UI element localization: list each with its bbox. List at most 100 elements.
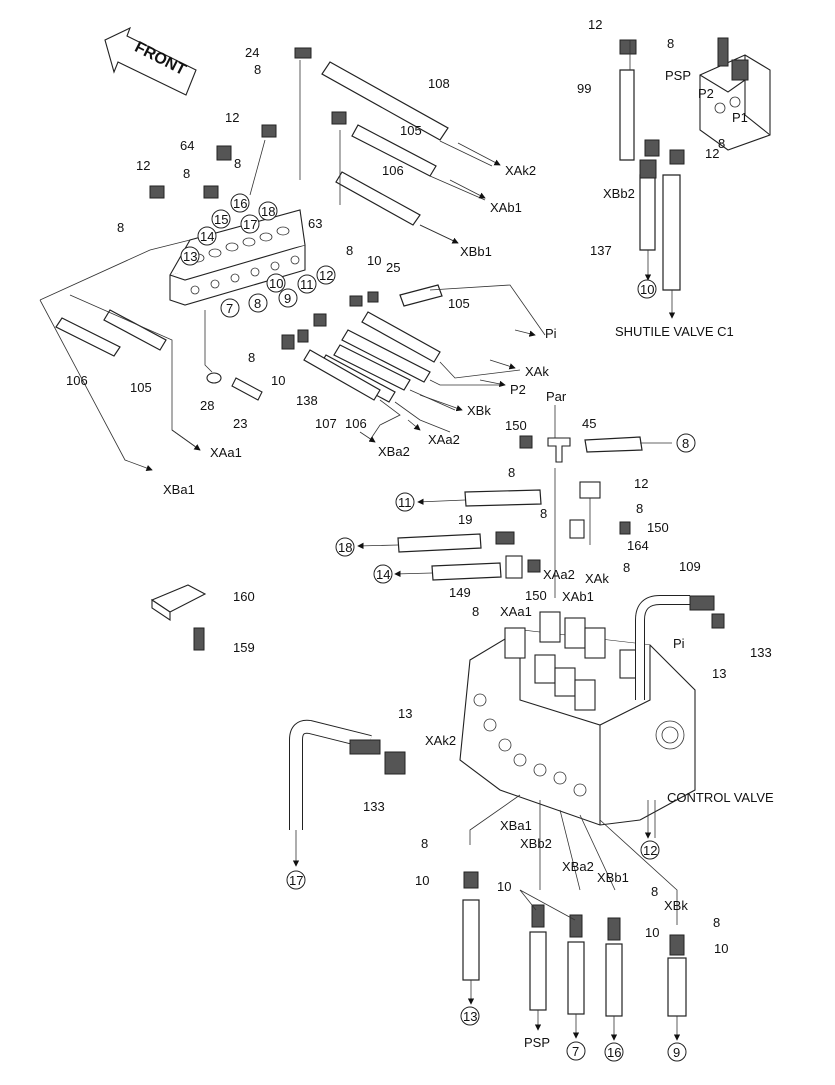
label-13: 13 bbox=[398, 706, 412, 721]
bottom-hoses bbox=[462, 871, 687, 1017]
label-8: 8 bbox=[508, 465, 515, 480]
port-xaa1: XAa1 bbox=[210, 445, 242, 460]
port-cv-xak2: XAk2 bbox=[425, 733, 456, 748]
label-149: 149 bbox=[449, 585, 471, 600]
label-107: 107 bbox=[315, 416, 337, 431]
label-10: 10 bbox=[415, 873, 429, 888]
circled-7-bottom: 7 bbox=[572, 1044, 579, 1059]
hose-106-left bbox=[55, 317, 121, 357]
label-63: 63 bbox=[308, 216, 322, 231]
circled-17-bottom: 17 bbox=[289, 873, 303, 888]
label-137: 137 bbox=[590, 243, 612, 258]
circled-12: 12 bbox=[319, 268, 333, 283]
hose-106-top bbox=[335, 171, 421, 226]
label-10: 10 bbox=[645, 925, 659, 940]
label-8: 8 bbox=[713, 915, 720, 930]
hose-109 bbox=[635, 595, 725, 700]
label-8: 8 bbox=[254, 62, 261, 77]
shuttle-valve bbox=[699, 37, 771, 151]
port-b-xbb2: XBb2 bbox=[520, 836, 552, 851]
port-psp-bottom: PSP bbox=[524, 1035, 550, 1050]
label-10: 10 bbox=[367, 253, 381, 268]
shuttle-lines bbox=[629, 40, 676, 319]
port-b-xba2: XBa2 bbox=[562, 859, 594, 874]
label-8: 8 bbox=[234, 156, 241, 171]
label-133: 133 bbox=[363, 799, 385, 814]
label-8: 8 bbox=[636, 501, 643, 516]
circled-10: 10 bbox=[269, 276, 283, 291]
label-8: 8 bbox=[718, 136, 725, 151]
label-105: 105 bbox=[400, 123, 422, 138]
label-10: 10 bbox=[497, 879, 511, 894]
port-p2: P2 bbox=[510, 382, 526, 397]
bottom-lines bbox=[467, 794, 681, 1041]
port-cv-xaa1: XAa1 bbox=[500, 604, 532, 619]
label-64: 64 bbox=[180, 138, 194, 153]
hose-108 bbox=[321, 61, 449, 141]
front-arrow: FRONT bbox=[104, 26, 197, 96]
port-p2-top: P2 bbox=[698, 86, 714, 101]
circled-11: 11 bbox=[300, 277, 314, 292]
bolt-23 bbox=[206, 372, 263, 401]
label-150: 150 bbox=[505, 418, 527, 433]
label-10: 10 bbox=[271, 373, 285, 388]
circled-13-bottom: 13 bbox=[463, 1009, 477, 1024]
label-150: 150 bbox=[525, 588, 547, 603]
label-8: 8 bbox=[623, 560, 630, 575]
circled-15: 15 bbox=[214, 212, 228, 227]
hose-17 bbox=[289, 719, 406, 867]
circled-9: 9 bbox=[284, 291, 291, 306]
port-labels: PSP P2 P1 XAk2 XAb1 XBb1 XBb2 Pi XAk P2 … bbox=[163, 68, 774, 1050]
elbow-fittings-top bbox=[149, 47, 347, 199]
circled-17: 17 bbox=[243, 217, 257, 232]
label-133: 133 bbox=[750, 645, 772, 660]
circled-16: 16 bbox=[233, 196, 247, 211]
label-13: 13 bbox=[712, 666, 726, 681]
label-12: 12 bbox=[225, 110, 239, 125]
label-108: 108 bbox=[428, 76, 450, 91]
port-b-xbk: XBk bbox=[664, 898, 688, 913]
circled-14: 14 bbox=[200, 229, 214, 244]
port-xak2: XAk2 bbox=[505, 163, 536, 178]
circled-7: 7 bbox=[226, 301, 233, 316]
port-xba1: XBa1 bbox=[163, 482, 195, 497]
circled-11-right: 11 bbox=[398, 495, 412, 510]
label-8: 8 bbox=[651, 884, 658, 899]
label-106: 106 bbox=[382, 163, 404, 178]
label-10: 10 bbox=[714, 941, 728, 956]
label-106: 106 bbox=[66, 373, 88, 388]
circled-18: 18 bbox=[261, 204, 275, 219]
port-b-xbb1: XBb1 bbox=[597, 870, 629, 885]
port-xaa2: XAa2 bbox=[428, 432, 460, 447]
label-28: 28 bbox=[200, 398, 214, 413]
port-xbk: XBk bbox=[467, 403, 491, 418]
port-cv-xaa2: XAa2 bbox=[543, 567, 575, 582]
label-45: 45 bbox=[582, 416, 596, 431]
label-8: 8 bbox=[117, 220, 124, 235]
circled-14-right: 14 bbox=[376, 567, 390, 582]
circled-refs: 16 18 15 17 14 13 12 10 7 8 9 11 10 8 11… bbox=[180, 193, 696, 1062]
label-164: 164 bbox=[627, 538, 649, 553]
label-159: 159 bbox=[233, 640, 255, 655]
port-p1: P1 bbox=[732, 110, 748, 125]
port-cv-xak: XAk bbox=[585, 571, 609, 586]
port-arrows bbox=[171, 142, 536, 451]
middle-parts bbox=[397, 435, 643, 581]
port-psp-top: PSP bbox=[665, 68, 691, 83]
label-12: 12 bbox=[588, 17, 602, 32]
label-105: 105 bbox=[130, 380, 152, 395]
shuttle-fittings bbox=[619, 39, 685, 291]
port-xba2: XBa2 bbox=[378, 444, 410, 459]
label-23: 23 bbox=[233, 416, 247, 431]
label-25: 25 bbox=[386, 260, 400, 275]
control-valve-label: CONTROL VALVE bbox=[667, 790, 774, 805]
middle-fittings bbox=[281, 291, 379, 350]
bracket-160 bbox=[150, 584, 207, 651]
port-xbb1: XBb1 bbox=[460, 244, 492, 259]
label-8: 8 bbox=[421, 836, 428, 851]
label-8: 8 bbox=[248, 350, 255, 365]
label-8: 8 bbox=[346, 243, 353, 258]
label-8: 8 bbox=[667, 36, 674, 51]
port-pi: Pi bbox=[545, 326, 557, 341]
